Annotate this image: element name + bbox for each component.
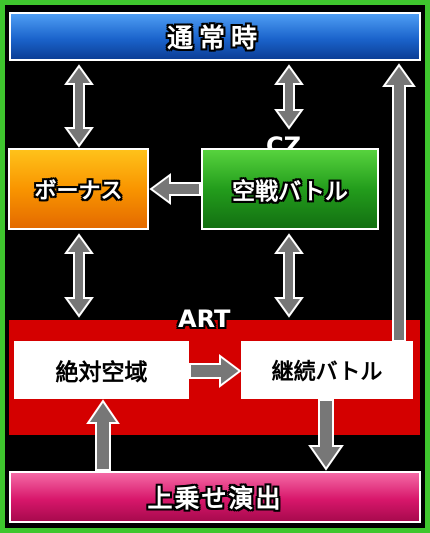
arrow-keizoku-to-normal [382,63,416,342]
arrow-cz-to-bonus [149,173,201,205]
arrow-zettai-to-keizoku [189,354,242,388]
arrow-uwanose-to-zettai [86,399,120,471]
arrow-cz-keizoku [274,233,304,318]
art-label: ART [178,305,231,333]
keizoku-battle-box: 継続バトル [241,341,413,399]
zettai-kuuiki-box: 絶対空域 [14,341,189,399]
arrow-normal-cz [274,64,304,130]
arrow-keizoku-to-uwanose [308,399,344,471]
arrow-normal-bonus [64,64,94,148]
bonus-box: ボーナス [8,148,149,230]
normal-state-box: 通常時 [9,12,421,61]
arrow-bonus-zettai [64,233,94,318]
uwanose-box: 上乗せ演出 [9,471,421,523]
cz-battle-box: 空戦バトル [201,148,379,230]
